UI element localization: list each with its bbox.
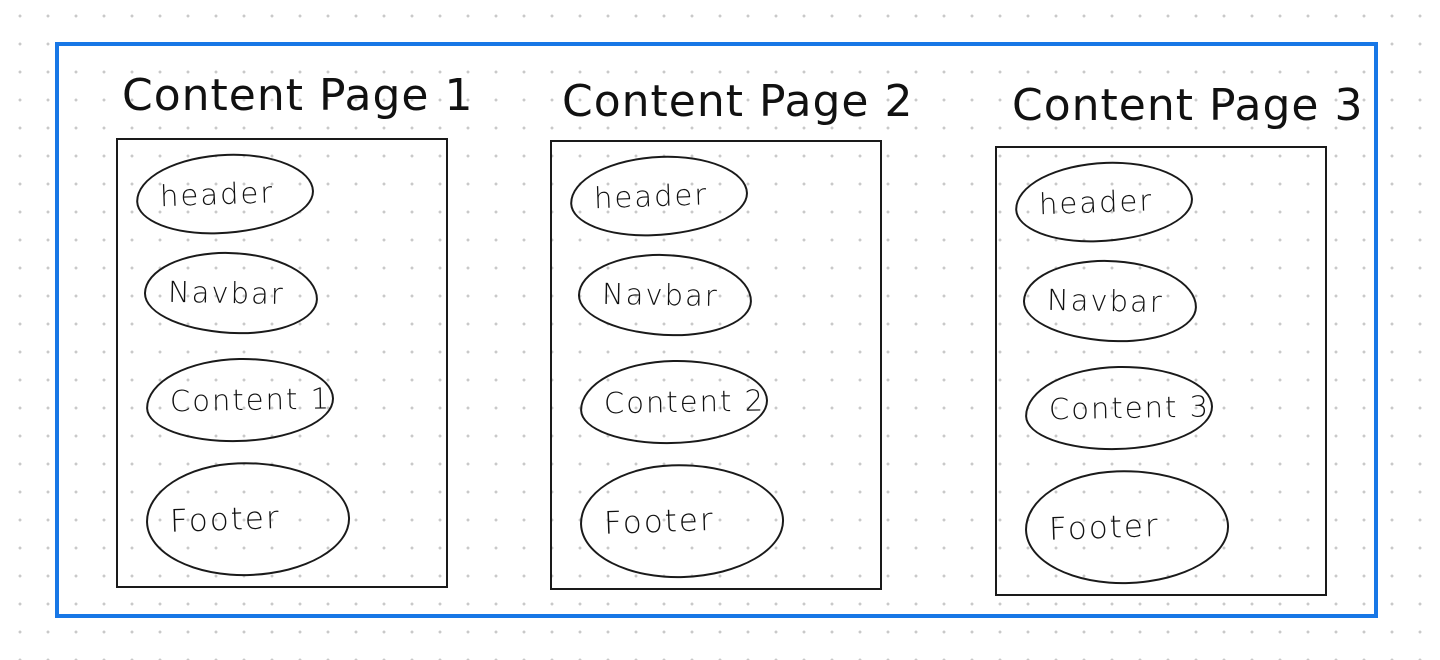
section-navbar-1: Navbar <box>143 250 319 336</box>
page-box-1: header Navbar Content 1 Footer <box>116 138 448 588</box>
section-header-3: header <box>1013 158 1195 246</box>
section-content-3: Content 3 <box>1024 364 1214 452</box>
section-content-2: Content 2 <box>579 358 769 446</box>
page-title-1: Content Page 1 <box>122 70 474 121</box>
page-box-3: header Navbar Content 3 Footer <box>995 146 1327 596</box>
section-content-1: Content 1 <box>145 356 335 444</box>
diagram-frame <box>55 42 1378 618</box>
section-navbar-3: Navbar <box>1022 258 1198 344</box>
section-footer-3: Footer <box>1023 466 1231 588</box>
section-header-1: header <box>134 150 316 238</box>
section-footer-2: Footer <box>578 460 786 582</box>
section-navbar-2: Navbar <box>577 252 753 338</box>
page-box-2: header Navbar Content 2 Footer <box>550 140 882 590</box>
page-title-2: Content Page 2 <box>562 76 914 127</box>
section-header-2: header <box>568 152 750 240</box>
page-title-3: Content Page 3 <box>1012 80 1364 131</box>
section-footer-1: Footer <box>144 458 352 580</box>
